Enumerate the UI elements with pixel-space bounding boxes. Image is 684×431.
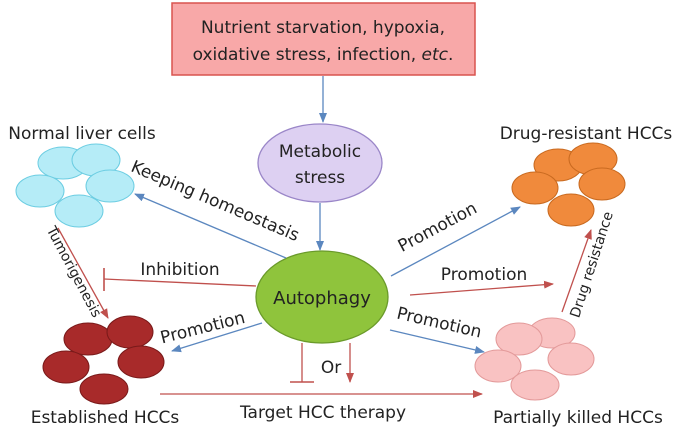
established-cell bbox=[79, 373, 129, 405]
resistant-cells-cluster bbox=[511, 142, 626, 227]
arrow-drug-resistance bbox=[561, 229, 592, 313]
arrow-promotion-to-resistant bbox=[390, 206, 521, 277]
partial-cells-cluster bbox=[474, 317, 595, 401]
partial-cell bbox=[474, 349, 522, 383]
established-cell bbox=[117, 345, 165, 379]
metabolic-label-1: Metabolic bbox=[279, 142, 361, 162]
stressors-line-2-text: oxidative stress, infection, bbox=[193, 45, 422, 65]
metabolic-label-2: stress bbox=[295, 168, 345, 188]
partial-cell bbox=[547, 342, 595, 376]
promotion-resistant-label: Promotion bbox=[395, 198, 481, 256]
stressors-etc: etc bbox=[422, 45, 449, 65]
normal-cells-label: Normal liver cells bbox=[8, 124, 156, 144]
normal-cell bbox=[15, 174, 65, 208]
arrow-tumorigenesis bbox=[57, 227, 109, 319]
or-label: Or bbox=[321, 358, 341, 378]
established-cell bbox=[63, 322, 113, 356]
inhibition-label: Inhibition bbox=[140, 260, 219, 280]
resistant-cell bbox=[547, 193, 595, 227]
stressors-line-1: Nutrient starvation, hypoxia, bbox=[201, 18, 445, 38]
promotion-middle-label: Promotion bbox=[441, 265, 528, 285]
arrow-promotion-to-partial bbox=[389, 329, 485, 354]
target-therapy-label: Target HCC therapy bbox=[239, 403, 406, 423]
promotion-partial-label: Promotion bbox=[395, 304, 484, 343]
autophagy-node bbox=[255, 250, 389, 344]
normal-cells-cluster bbox=[15, 143, 135, 228]
partial-cell bbox=[495, 322, 543, 356]
established-cell bbox=[42, 350, 90, 384]
stressors-period: . bbox=[448, 45, 453, 65]
partial-cells-label: Partially killed HCCs bbox=[493, 408, 663, 428]
autophagy-label: Autophagy bbox=[273, 288, 371, 309]
arrow-promotion-to-established bbox=[171, 322, 263, 353]
established-cells-label: Established HCCs bbox=[31, 408, 180, 428]
tumorigenesis-label: Tumorigenesis bbox=[42, 223, 104, 320]
established-cells-cluster bbox=[42, 315, 165, 405]
resistant-cell bbox=[578, 167, 626, 201]
normal-cell bbox=[85, 169, 135, 203]
arrow-promotion-middle bbox=[409, 280, 554, 296]
partial-cell bbox=[510, 369, 560, 401]
arrow-keeping-homeostasis bbox=[134, 193, 287, 259]
stressors-line-2: oxidative stress, infection, etc. bbox=[193, 45, 454, 65]
promotion-established-label: Promotion bbox=[158, 308, 247, 348]
stressors-box bbox=[171, 2, 476, 76]
resistant-cell bbox=[511, 171, 559, 205]
normal-cell bbox=[54, 194, 104, 228]
established-cell bbox=[106, 315, 154, 349]
metabolic-stress-node bbox=[257, 123, 383, 203]
resistant-cells-label: Drug-resistant HCCs bbox=[500, 124, 673, 144]
inhibition-line bbox=[103, 278, 257, 287]
